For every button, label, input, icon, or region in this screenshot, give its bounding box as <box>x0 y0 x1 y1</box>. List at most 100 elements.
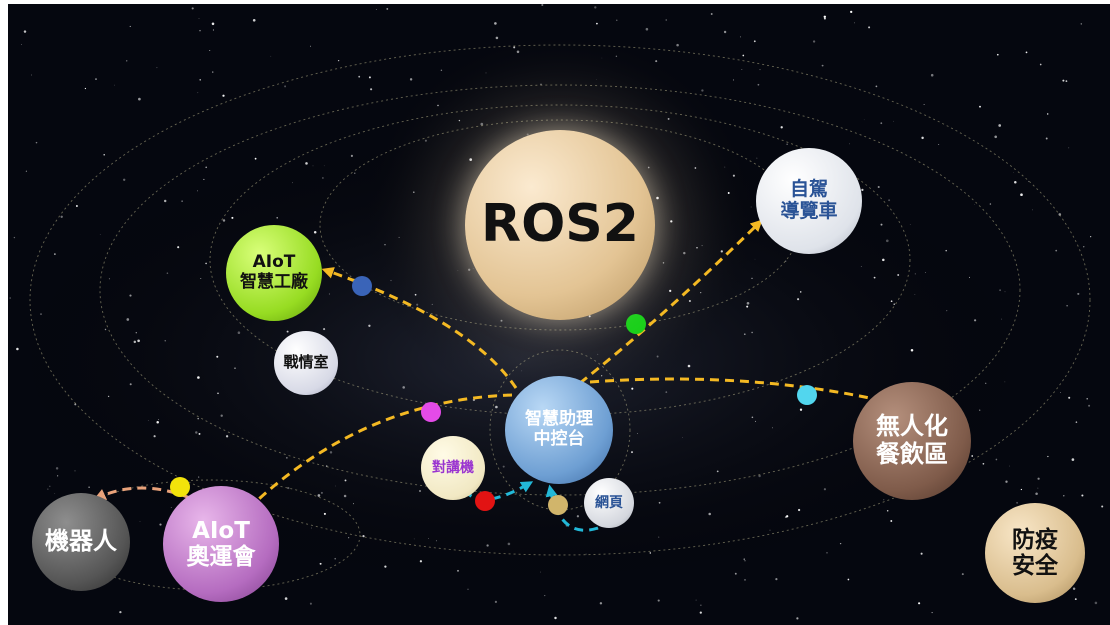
node-ros2-label: ROS2 <box>481 194 639 255</box>
star <box>886 509 889 512</box>
star <box>139 521 141 522</box>
star <box>885 239 889 243</box>
star <box>637 433 638 435</box>
star <box>995 458 998 461</box>
star <box>875 85 878 88</box>
star <box>710 13 713 15</box>
star <box>923 104 925 105</box>
star <box>998 124 1002 127</box>
star <box>780 126 783 129</box>
star <box>177 246 180 249</box>
star <box>1013 172 1014 173</box>
connector-dot-green <box>626 314 646 334</box>
star <box>284 85 287 88</box>
star <box>344 479 347 482</box>
star <box>348 537 350 539</box>
star <box>197 417 199 420</box>
star <box>49 485 51 487</box>
aiot-olympics-label-line2: 奧運會 <box>186 544 256 570</box>
star <box>335 485 336 487</box>
star <box>754 420 756 422</box>
star <box>305 162 308 165</box>
star <box>457 569 459 572</box>
star <box>390 279 392 282</box>
star <box>786 515 789 518</box>
star <box>220 414 223 417</box>
star <box>1032 209 1033 211</box>
star <box>129 25 131 27</box>
unmanned-dining-label-line1: 無人化 <box>876 412 948 441</box>
star <box>270 55 272 57</box>
star <box>931 612 933 614</box>
star <box>880 223 883 226</box>
star <box>20 44 22 45</box>
star <box>123 178 126 181</box>
star <box>708 512 711 516</box>
star <box>860 266 862 267</box>
war-room-label: 戰情室 <box>283 353 329 372</box>
star <box>1058 213 1062 216</box>
assistant-hub-label-line1: 智慧助理 <box>525 409 593 430</box>
star <box>158 419 160 420</box>
star <box>615 55 618 57</box>
star <box>198 432 201 435</box>
star <box>999 289 1001 292</box>
star <box>1060 392 1062 393</box>
star <box>516 50 520 54</box>
connector-dot-red <box>475 491 495 511</box>
star <box>323 165 325 167</box>
star <box>946 309 948 312</box>
star <box>469 158 473 161</box>
star <box>918 602 921 605</box>
star <box>153 435 156 438</box>
star <box>320 491 323 494</box>
connector-dot-blue <box>352 276 372 296</box>
star <box>739 36 741 38</box>
star <box>166 272 169 274</box>
arrow-to-aiot-factory <box>321 267 518 389</box>
star <box>163 199 167 203</box>
star <box>203 178 205 180</box>
star <box>732 174 735 177</box>
star <box>435 540 437 542</box>
star <box>930 73 934 77</box>
star <box>724 166 726 168</box>
star <box>732 79 735 81</box>
star <box>849 143 851 145</box>
star <box>769 529 771 531</box>
node-unmanned-dining: 無人化 餐飲區 <box>853 382 971 500</box>
star <box>596 22 598 25</box>
star <box>521 370 523 372</box>
star <box>237 331 241 334</box>
star <box>945 249 947 252</box>
star <box>658 536 660 538</box>
star <box>826 551 828 554</box>
star <box>1037 487 1039 489</box>
star <box>839 542 842 545</box>
star <box>84 87 87 90</box>
star <box>416 303 419 306</box>
star <box>170 507 172 508</box>
star <box>409 78 413 81</box>
star <box>888 199 891 202</box>
star <box>656 196 659 200</box>
star <box>751 416 754 419</box>
arrow-to-unmanned-dining <box>589 377 909 410</box>
star <box>1028 180 1030 182</box>
star <box>205 262 207 265</box>
star <box>757 83 760 86</box>
star <box>57 475 59 477</box>
star <box>971 455 974 457</box>
star <box>350 154 353 157</box>
star <box>494 22 497 25</box>
star <box>989 203 992 205</box>
star <box>424 139 427 142</box>
star <box>670 220 673 223</box>
star <box>1009 465 1010 467</box>
star <box>212 29 214 31</box>
star <box>882 258 885 262</box>
connector-dot-magenta <box>421 402 441 422</box>
star <box>209 49 211 52</box>
star <box>328 293 330 295</box>
star <box>921 136 924 140</box>
